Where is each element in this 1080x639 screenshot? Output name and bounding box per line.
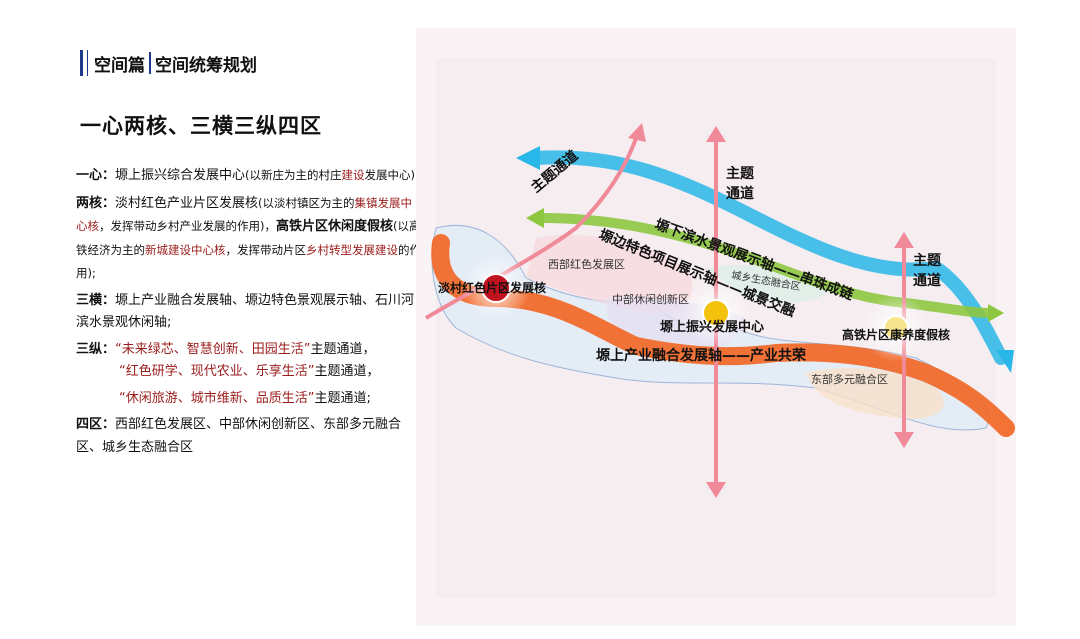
section-header: 空间篇 空间统筹规划 (80, 50, 257, 76)
label-theme-channel-right-1: 主题 (913, 252, 942, 269)
text-four-zones: 西部红色发展区、中部休闲创新区、东部多元融合区、城乡生态融合区 (76, 417, 402, 455)
note-core2-d: 乡村转型发展建设 (306, 242, 398, 257)
suffix-vertical-2: 主题通道， (314, 364, 380, 379)
title-bar-accent (80, 50, 83, 76)
label-center: 塬上振兴发展中心 (660, 319, 764, 335)
line-vertical-2: “红色研学、现代农业、乐享生活”主题通道， (76, 361, 422, 384)
axis-edge-arrow-left (526, 208, 544, 228)
paragraph-three-horizontal: 三横：塬上产业融合发展轴、塬边特色景观展示轴、石川河滨水景观休闲轴; (76, 290, 422, 335)
core-east-marker (883, 315, 909, 341)
label-zone-central: 中部休闲创新区 (612, 292, 689, 306)
theme-channel-west-arrow (628, 123, 646, 142)
line-vertical-3: “休闲旅游、城市维新、品质生活”主题通道; (76, 388, 422, 411)
title-separator (149, 52, 151, 74)
axis-edge-line (536, 213, 996, 318)
page-heading: 一心两核、三横三纵四区 (80, 114, 322, 138)
label-theme-channel-mid-2: 通道 (726, 185, 754, 202)
title-bar-accent-thin (87, 50, 88, 76)
theme-channel-east-arrow-top (894, 232, 914, 248)
text-core2: 高铁片区休闲度假核 (276, 219, 394, 234)
note-one-center-c: 发展中心); (364, 168, 419, 182)
planning-map: 主题通道 主题 通道 主题 通道 塬下滨水景观展示轴——串珠成链 塬边特色项目展… (416, 28, 1016, 626)
zone-east-area (806, 368, 944, 419)
note-core2-b: 新城建设中心核 (145, 242, 226, 257)
description-text: 一心：塬上振兴综合发展中心(以新庄为主的村庄建设发展中心); 两核：淡村红色产业… (76, 164, 422, 463)
paragraph-three-vertical: 三纵：“未来绿芯、智慧创新、田园生活”主题通道， (76, 339, 422, 362)
note-one-center-a: (以新庄为主的村庄 (245, 168, 342, 182)
text-one-center: 塬上振兴综合发展中心 (115, 168, 246, 183)
axis-waterside-arrow-left (516, 146, 540, 170)
axis-waterside-arrow-right (996, 350, 1014, 373)
quote-vertical-2: “红色研学、现代农业、乐享生活” (119, 364, 315, 379)
section-title: 空间篇 (94, 55, 145, 76)
label-core-east: 高铁片区康养度假核 (842, 327, 950, 342)
label-four-zones: 四区： (76, 417, 116, 432)
zone-west-area (526, 234, 693, 314)
label-theme-channel-mid-1: 主题 (726, 165, 755, 182)
text-core1: 淡村红色产业片区发展核 (115, 195, 259, 211)
text-three-horizontal: 塬上产业融合发展轴、塬边特色景观展示轴、石川河滨水景观休闲轴; (76, 292, 415, 331)
label-core-west: 淡村红色片区发展核 (438, 280, 546, 295)
label-zone-east: 东部多元融合区 (811, 372, 888, 386)
quote-vertical-3: “休闲旅游、城市维新、品质生活” (119, 390, 315, 406)
note-core1-a: (以淡村镇区为主的 (258, 195, 355, 210)
note-core2-e: 的作用); (76, 242, 421, 281)
quote-vertical-1: “未来绿芯、智慧创新、田园生活” (115, 341, 311, 357)
axis-edge-arrow-right (988, 304, 1004, 322)
note-core2-c: ，发挥带动片区 (225, 242, 307, 257)
suffix-vertical-3: 主题通道; (314, 390, 371, 406)
paragraph-two-cores: 两核：淡村红色产业片区发展核(以淡村镇区为主的集镇发展中心核，发挥带动乡村产业发… (76, 192, 422, 286)
label-two-cores: 两核： (76, 195, 116, 211)
axis-waterside-line (529, 150, 1008, 365)
core-west-marker (481, 273, 511, 303)
subsection-title: 空间统筹规划 (155, 55, 257, 76)
note-one-center-b: 建设 (341, 168, 365, 182)
note-core1-b: 集镇发展中心核 (76, 195, 413, 234)
suffix-vertical-1: 主题通道， (310, 341, 376, 357)
label-one-center: 一心： (76, 168, 116, 183)
theme-channel-middle-arrow-top (706, 126, 726, 142)
theme-channel-middle-arrow-bottom (706, 482, 726, 498)
label-three-horizontal: 三横： (76, 292, 116, 308)
note-core1-c: ，发挥带动乡村产业发展的作用)， (99, 219, 276, 233)
paragraph-one-center: 一心：塬上振兴综合发展中心(以新庄为主的村庄建设发展中心); (76, 164, 422, 188)
label-zone-west: 西部红色发展区 (548, 257, 625, 271)
label-axis-industry: 塬上产业融合发展轴——产业共荣 (596, 347, 807, 364)
label-three-vertical: 三纵： (76, 341, 116, 357)
theme-channel-east-arrow-bottom (894, 432, 914, 448)
label-theme-channel-right-2: 通道 (913, 272, 941, 289)
center-marker (702, 299, 730, 327)
paragraph-four-zones: 四区：西部红色发展区、中部休闲创新区、东部多元融合区、城乡生态融合区 (76, 414, 422, 459)
planning-map-svg: 主题通道 主题 通道 主题 通道 塬下滨水景观展示轴——串珠成链 塬边特色项目展… (416, 28, 1016, 626)
zone-urban-rural-area (706, 264, 836, 303)
note-core2-a: (以高铁经济为主的 (76, 219, 421, 257)
